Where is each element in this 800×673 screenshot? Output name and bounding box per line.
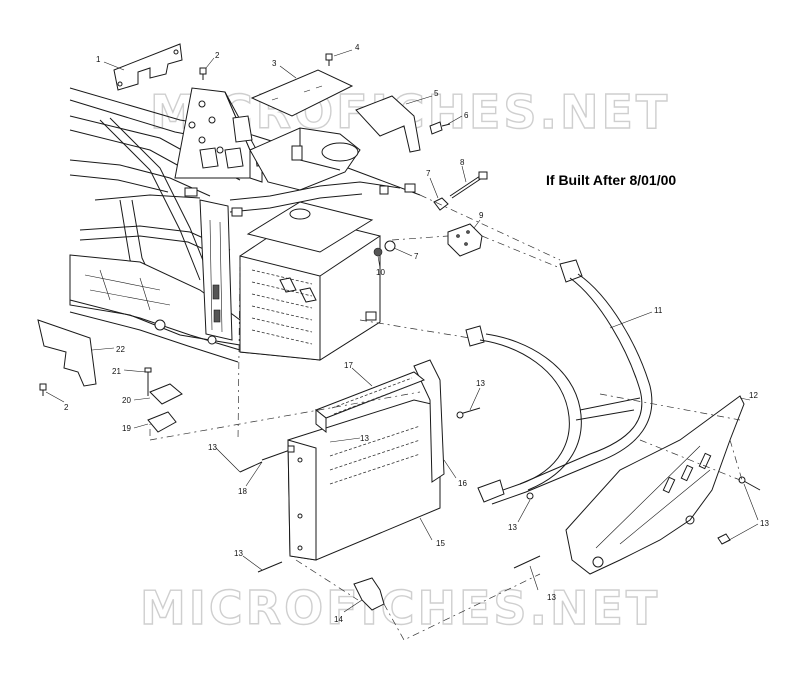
callout-11: 11 — [654, 306, 663, 315]
build-date-heading: If Built After 8/01/00 — [546, 172, 677, 188]
part-22-cover-plate — [37, 319, 97, 387]
part-15-radiator-guard — [287, 399, 441, 561]
callout-2-left: 2 — [64, 403, 69, 412]
callout-21: 21 — [112, 367, 121, 376]
callout-16: 16 — [458, 479, 467, 488]
callout-13-a: 13 — [476, 379, 485, 388]
callout-5: 5 — [434, 89, 439, 98]
part-11-front-bumper — [465, 259, 653, 505]
callout-7: 7 — [426, 169, 431, 178]
callout-20: 20 — [122, 396, 131, 405]
callout-13-e: 13 — [234, 549, 243, 558]
part-9-bushing-block — [447, 223, 483, 257]
part-19-clamp — [147, 411, 177, 433]
part-17-top-grille — [315, 371, 425, 434]
part-7-washer-lower — [384, 240, 396, 252]
assembly-leader-lines — [149, 194, 743, 641]
watermark-bottom: MICROFICHES.NET — [140, 581, 660, 635]
callout-19: 19 — [122, 424, 131, 433]
callout-14: 14 — [334, 615, 343, 624]
part-18-screw — [261, 445, 295, 461]
part-16-side-bracket — [413, 359, 445, 483]
callout-15: 15 — [436, 539, 445, 548]
callout-1: 1 — [96, 55, 101, 64]
callout-10: 10 — [376, 268, 385, 277]
callout-6: 6 — [464, 111, 469, 120]
part-8-bolt — [449, 171, 488, 199]
callout-13-g: 13 — [760, 519, 769, 528]
part-6-screw — [429, 121, 451, 135]
callout-13-b: 13 — [360, 434, 369, 443]
part-1-bracket-plate — [113, 43, 183, 91]
part-10-nut — [373, 247, 383, 257]
callout-2: 2 — [215, 51, 220, 60]
radiator — [239, 201, 381, 361]
callout-3: 3 — [272, 59, 277, 68]
part-13-fasteners — [239, 407, 761, 573]
part-5-cover — [355, 95, 421, 153]
callout-13-f: 13 — [547, 593, 556, 602]
callout-12: 12 — [749, 391, 758, 400]
part-21-bolt — [144, 367, 152, 396]
part-7-nut-upper — [433, 197, 449, 211]
part-2-screw — [199, 67, 207, 80]
callout-9: 9 — [479, 211, 484, 220]
callout-leaders — [45, 49, 759, 613]
callout-22: 22 — [116, 345, 125, 354]
callout-7b: 7 — [414, 252, 419, 261]
part-4-screw — [325, 53, 333, 66]
chassis-frame — [69, 87, 421, 363]
callout-17: 17 — [344, 361, 353, 370]
callout-13-c: 13 — [208, 443, 217, 452]
part-20-block — [149, 383, 183, 405]
callout-13-d: 13 — [508, 523, 517, 532]
callout-18: 18 — [238, 487, 247, 496]
part-3-panel — [250, 69, 354, 117]
callout-4: 4 — [355, 43, 360, 52]
part-2-screw-left — [39, 383, 47, 396]
callout-8: 8 — [460, 158, 465, 167]
part-12-skid-plate — [565, 395, 745, 575]
